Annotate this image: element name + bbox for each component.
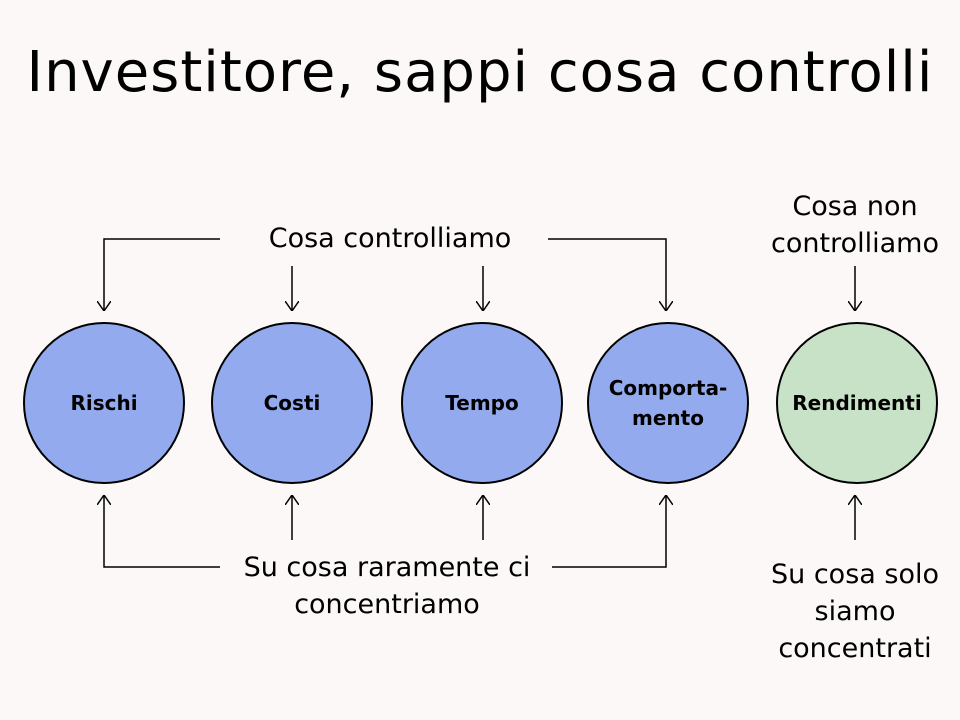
node-rischi: Rischi <box>23 322 185 484</box>
node-label: Rendimenti <box>792 391 922 415</box>
label-solo-concentrati: Su cosa solo siamo concentrati <box>755 556 955 667</box>
top-bracket-right <box>548 238 666 310</box>
node-label: Rischi <box>70 391 138 415</box>
label-raramente-concentriamo: Su cosa raramente ci concentriamo <box>222 549 552 623</box>
label-cosa-controlliamo: Cosa controlliamo <box>245 220 535 257</box>
node-rendimenti: Rendimenti <box>776 322 938 484</box>
node-tempo: Tempo <box>401 322 563 484</box>
bottom-bracket-right <box>548 496 666 568</box>
top-bracket-left <box>104 238 220 310</box>
label-cosa-non-controlliamo: Cosa non controlliamo <box>750 188 960 262</box>
slide-title: Investitore, sappi cosa controlli <box>26 40 934 105</box>
node-label: Tempo <box>445 391 519 415</box>
node-label: Costi <box>263 391 321 415</box>
bottom-bracket-left <box>104 496 220 568</box>
node-costi: Costi <box>211 322 373 484</box>
node-label: Comporta-mento <box>608 376 728 430</box>
node-comportamento: Comporta-mento <box>587 322 749 484</box>
